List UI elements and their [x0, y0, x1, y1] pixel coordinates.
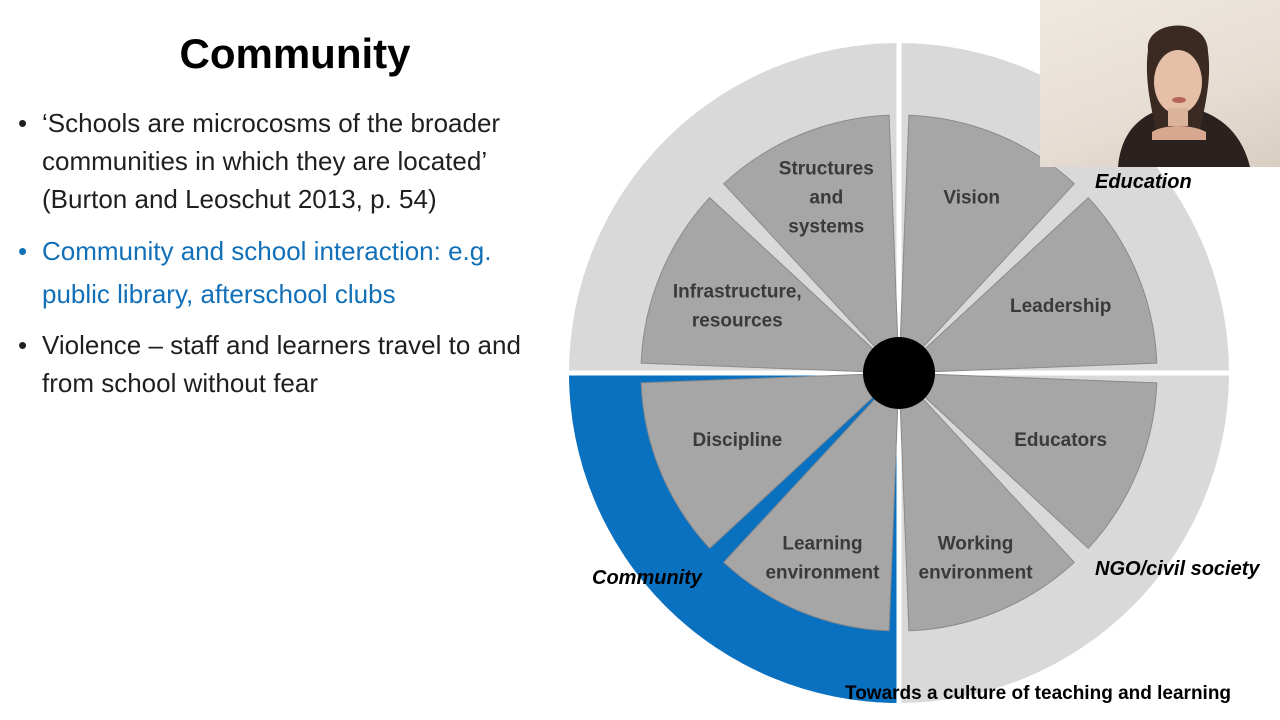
segment-label: Educators [1014, 430, 1107, 451]
bullet-item-interaction: • Community and school interaction: e.g.… [18, 230, 548, 316]
ring-community-quadrant [569, 373, 899, 703]
segment-label: Working [938, 533, 1014, 554]
ring-label-education: Education [1095, 171, 1192, 193]
ring-label-community: Community [592, 567, 703, 589]
segment-label: resources [692, 311, 783, 332]
bullet-list: • ‘Schools are microcosms of the broader… [18, 104, 548, 418]
segment-label: environment [919, 562, 1034, 583]
bullet-text: Violence – staff and learners travel to … [42, 330, 521, 398]
presenter-webcam [1040, 0, 1280, 167]
wheel-segment-2 [897, 372, 1158, 550]
segment-label: systems [788, 216, 864, 237]
segment-label: Learning [782, 533, 862, 554]
bullet-item-violence: • Violence – staff and learners travel t… [18, 326, 548, 402]
bullet-text: ‘Schools are microcosms of the broader c… [42, 108, 501, 214]
slide-title: Community [179, 30, 411, 77]
segment-label: Discipline [692, 430, 782, 451]
diagram-footer: Towards a culture of teaching and learni… [845, 683, 1231, 704]
wheel-segments [640, 114, 1158, 632]
segment-label: Structures [779, 158, 874, 179]
ring-label-ngo: NGO/civil society [1095, 558, 1260, 580]
wheel-segment-0 [898, 114, 1076, 375]
segment-label: Leadership [1010, 296, 1111, 317]
wheel-segment-3 [898, 371, 1076, 632]
bullet-dot-icon: • [18, 108, 28, 138]
bullet-item-quote: • ‘Schools are microcosms of the broader… [18, 104, 548, 218]
wheel-segment-5 [640, 372, 901, 550]
wheel-segment-6 [640, 196, 901, 374]
presenter-video-icon [1118, 25, 1250, 167]
segment-label: environment [765, 562, 880, 583]
segment-label: Infrastructure, [673, 282, 802, 303]
segment-label: and [809, 187, 843, 208]
wheel-segment-4 [722, 371, 900, 632]
bullet-text: Community and school interaction: e.g. p… [42, 236, 492, 309]
bullet-dot-icon: • [18, 236, 28, 266]
ring-dividers [567, 41, 1231, 705]
segment-label: Vision [943, 187, 1000, 208]
wheel-segment-7 [722, 114, 900, 375]
wheel-segment-1 [897, 196, 1158, 374]
bullet-dot-icon: • [18, 330, 28, 360]
wheel-hub [863, 337, 935, 409]
